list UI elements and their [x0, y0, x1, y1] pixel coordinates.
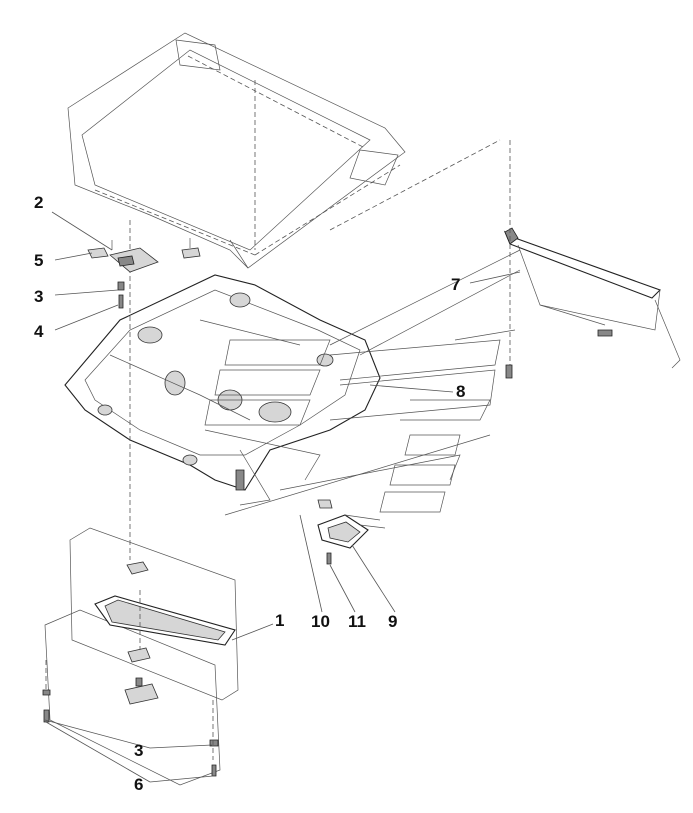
- callout-5: 5: [34, 251, 43, 270]
- callout-8: 8: [456, 382, 465, 401]
- callout-11: 11: [348, 612, 366, 631]
- callout-6: 6: [134, 775, 143, 794]
- roller-blind-panel: [454, 140, 681, 379]
- mounting-brackets: [87, 238, 201, 309]
- callout-labels: 2 5 3 4 7 8 1 10 11 9 3 6: [34, 193, 465, 794]
- interior-lamp-assembly: [317, 499, 386, 565]
- callout-2: 2: [34, 193, 43, 212]
- callout-3-top: 3: [34, 287, 43, 306]
- lower-shelf-assembly: [42, 527, 239, 786]
- callout-9: 9: [388, 612, 397, 631]
- roof-panel: [67, 32, 406, 269]
- headliner-panel: [64, 220, 381, 560]
- callout-1: 1: [275, 611, 284, 630]
- callout-3-bottom: 3: [134, 741, 143, 760]
- callout-10: 10: [311, 612, 330, 631]
- leader-lines: [44, 211, 521, 783]
- trim-panel-8: [204, 139, 521, 516]
- callout-4: 4: [34, 322, 44, 341]
- callout-7: 7: [451, 275, 460, 294]
